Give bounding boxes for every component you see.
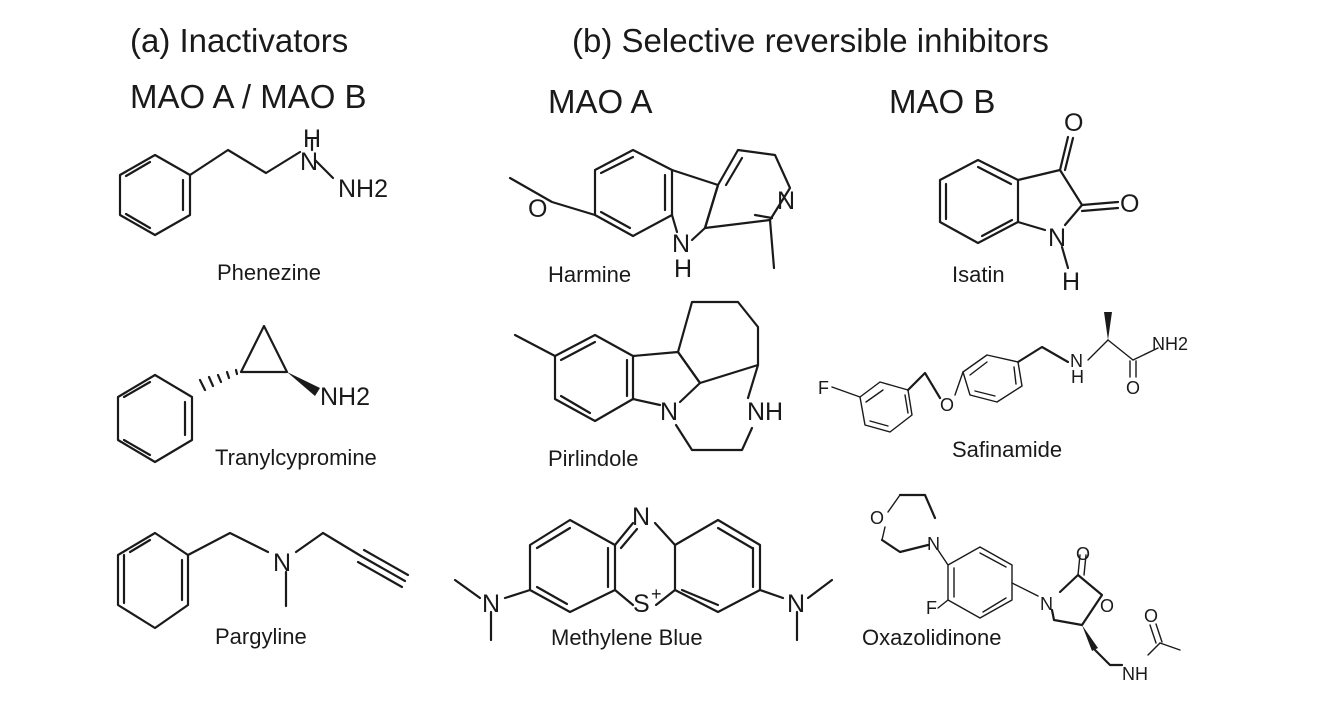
harmine-atom-n-h: N: [672, 230, 690, 258]
methylene-blue-structure: N S + N N: [453, 503, 834, 642]
oxazolidinone-atom-f: F: [926, 598, 937, 618]
inactivators-heading: (a) Inactivators: [130, 22, 349, 59]
safinamide-atom-f: F: [818, 378, 829, 398]
safinamide-atom-o2: O: [1126, 378, 1140, 398]
safinamide-structure: F O N H NH2 O: [818, 312, 1188, 433]
oxazolidinone-atom-o-ring: O: [1100, 596, 1114, 616]
isatin-name: Isatin: [952, 262, 1005, 287]
pargyline-structure: N: [116, 531, 410, 630]
tranylcypromine-structure: NH2: [116, 324, 370, 464]
methylene-blue-name: Methylene Blue: [551, 625, 703, 650]
safinamide-atom-h: H: [1071, 367, 1084, 387]
isatin-structure: O O N H: [938, 109, 1139, 296]
oxazolidinone-name: Oxazolidinone: [862, 625, 1002, 650]
harmine-atom-o: O: [528, 195, 547, 223]
pirlindole-name: Pirlindole: [548, 446, 639, 471]
methylene-blue-atom-s: S: [633, 590, 650, 618]
phenezine-atom-h: H: [303, 125, 321, 153]
pirlindole-structure: N NH: [513, 300, 783, 452]
phenezine-structure: H N NH2: [118, 125, 388, 237]
isatin-atom-o1: O: [1064, 109, 1083, 137]
oxazolidinone-atom-o-amide: O: [1144, 606, 1158, 626]
harmine-name: Harmine: [548, 262, 632, 287]
harmine-atom-h: H: [674, 255, 692, 283]
safinamide-atom-n: N: [1070, 351, 1083, 371]
tranylcypromine-atom-nh2: NH2: [320, 383, 370, 411]
oxazolidinone-atom-o-morph: O: [870, 508, 884, 528]
isatin-atom-o2: O: [1120, 190, 1139, 218]
oxazolidinone-atom-n-morph: N: [927, 534, 940, 554]
safinamide-atom-o: O: [940, 395, 954, 415]
oxazolidinone-structure: O N F N O O NH O: [870, 493, 1181, 684]
pirlindole-atom-n: N: [660, 398, 678, 426]
pirlindole-atom-nh: NH: [747, 398, 783, 426]
selective-inhibitors-heading: (b) Selective reversible inhibitors: [572, 22, 1049, 59]
phenezine-name: Phenezine: [217, 260, 321, 285]
phenezine-atom-nh2: NH2: [338, 175, 388, 203]
methylene-blue-atom-n-top: N: [632, 503, 650, 531]
oxazolidinone-atom-o-carbonyl: O: [1076, 544, 1090, 564]
isatin-atom-h: H: [1062, 268, 1080, 296]
methylene-blue-atom-n-left: N: [482, 590, 500, 618]
harmine-atom-n-ring: N: [777, 187, 795, 215]
safinamide-name: Safinamide: [952, 437, 1063, 462]
tranylcypromine-name: Tranylcypromine: [215, 445, 377, 470]
harmine-structure: O N N H: [508, 148, 795, 283]
phenezine-atom-n: N: [300, 148, 318, 176]
mao-b-heading: MAO B: [889, 83, 996, 120]
safinamide-atom-nh2: NH2: [1152, 334, 1188, 354]
methylene-blue-atom-n-right: N: [787, 590, 805, 618]
mao-a-b-heading: MAO A / MAO B: [130, 78, 367, 115]
isatin-atom-n: N: [1048, 224, 1066, 252]
oxazolidinone-atom-nh: NH: [1122, 664, 1148, 684]
pargyline-name: Pargyline: [215, 624, 307, 649]
methylene-blue-charge: +: [651, 584, 662, 604]
pargyline-atom-n: N: [273, 549, 291, 577]
mao-a-heading: MAO A: [548, 83, 653, 120]
oxazolidinone-atom-n-ring: N: [1040, 594, 1053, 614]
